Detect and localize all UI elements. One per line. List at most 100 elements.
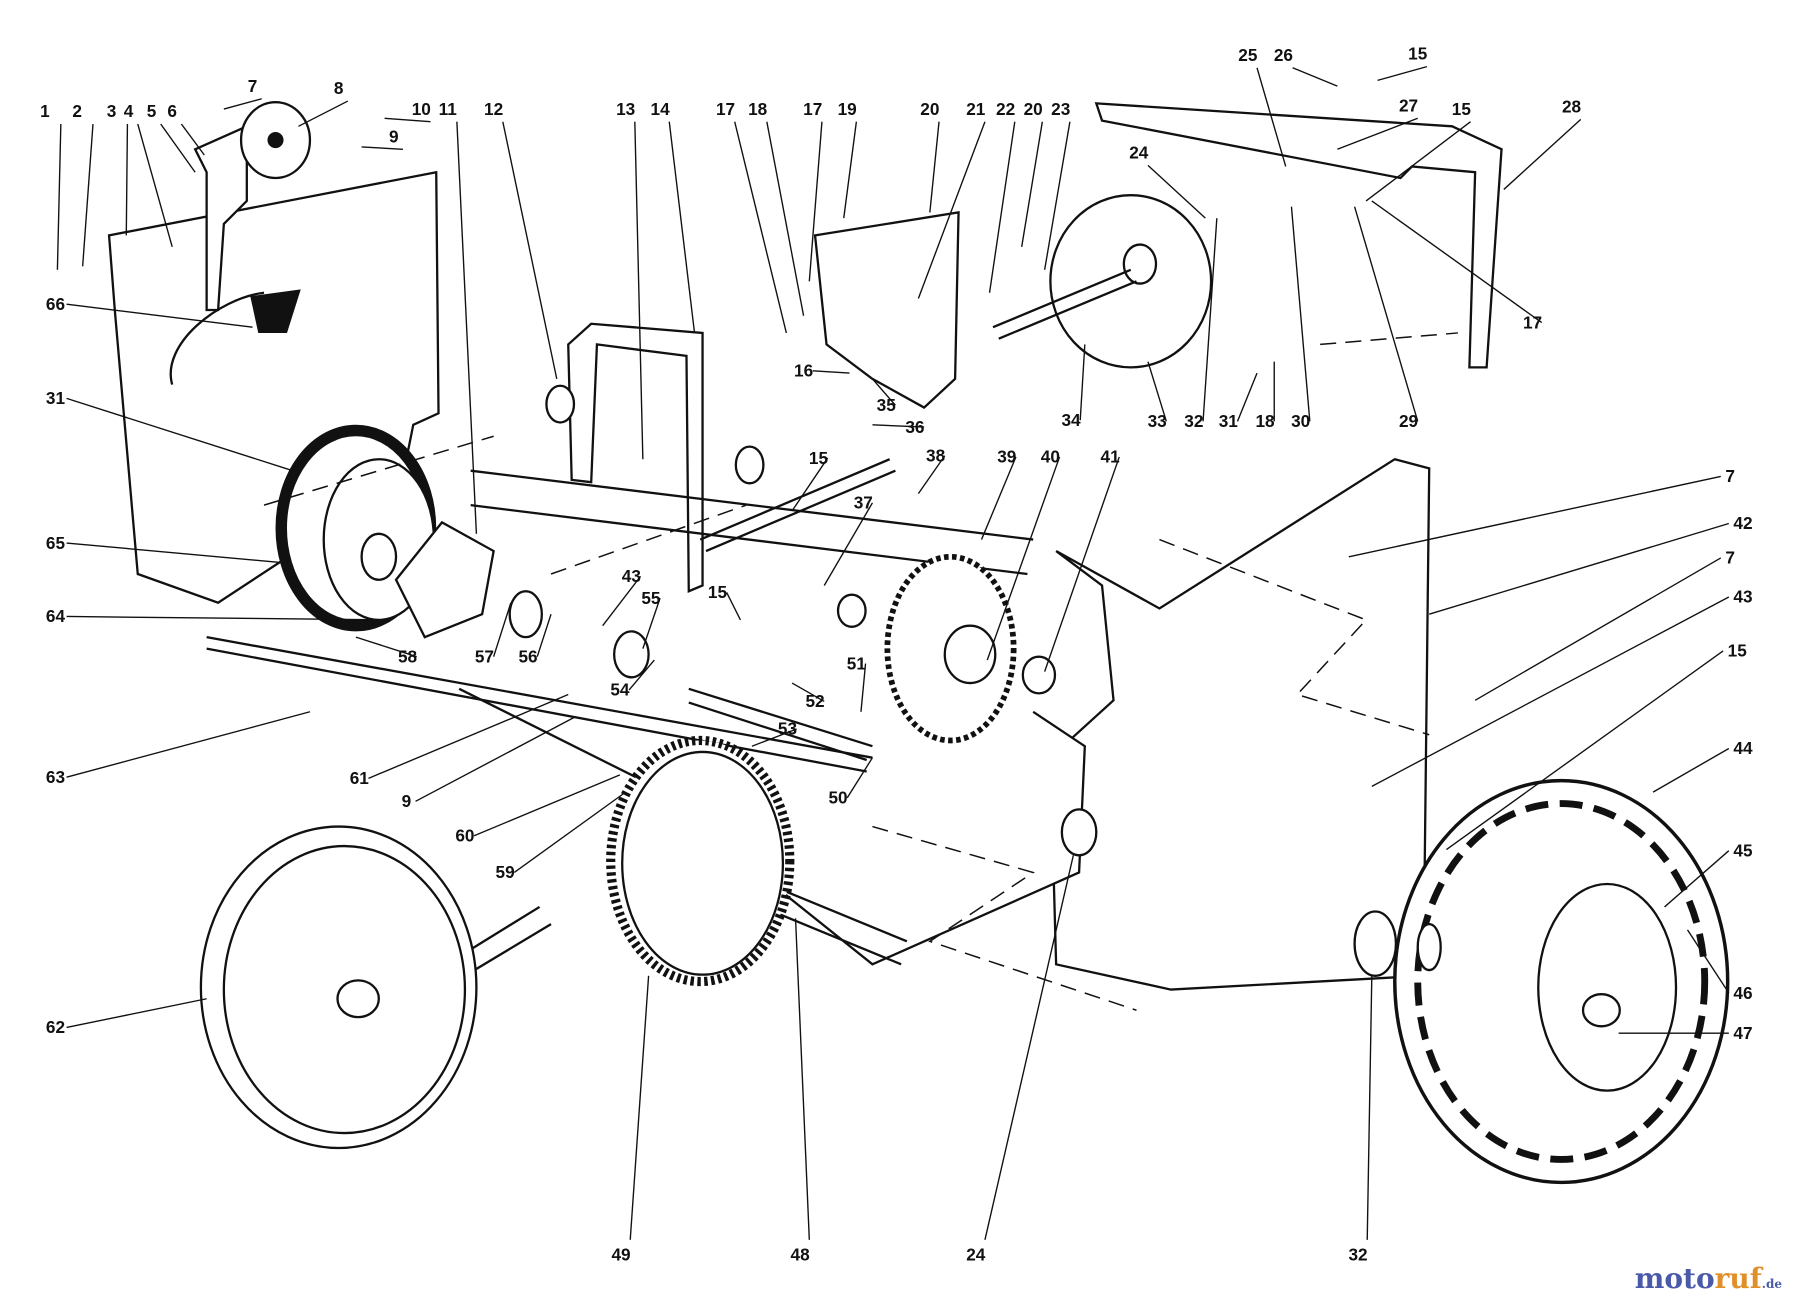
leader-line	[872, 424, 925, 428]
leader-line	[513, 791, 627, 874]
callout-47: 47	[1733, 1023, 1752, 1043]
callout-34: 34	[1061, 410, 1081, 430]
leader-line	[502, 121, 558, 380]
callout-48: 48	[791, 1244, 811, 1264]
leader-line	[871, 378, 896, 406]
callout-15: 15	[1728, 641, 1748, 661]
leader-line	[1147, 164, 1206, 219]
leader-line	[1290, 206, 1311, 422]
right-side-plate	[1049, 457, 1431, 991]
callout-16: 16	[794, 361, 813, 381]
leader-line	[1446, 650, 1724, 851]
leader-line	[1371, 200, 1543, 324]
callout-55: 55	[641, 588, 661, 608]
callout-7: 7	[248, 76, 258, 96]
callout-43: 43	[622, 566, 641, 586]
callout-10: 10	[412, 99, 431, 119]
callout-18: 18	[1255, 411, 1275, 431]
leader-line	[602, 575, 642, 627]
callout-26: 26	[1274, 45, 1293, 65]
callout-51: 51	[847, 653, 867, 673]
callout-62: 62	[46, 1017, 65, 1037]
callout-63: 63	[46, 767, 65, 787]
leader-line	[492, 602, 512, 657]
callout-52: 52	[805, 691, 824, 711]
leader-line	[361, 146, 403, 150]
leader-line	[160, 123, 196, 173]
callout-30: 30	[1291, 411, 1310, 431]
leader-line	[66, 615, 391, 621]
leader-line	[1292, 67, 1338, 87]
callout-11: 11	[439, 99, 458, 119]
callout-37: 37	[854, 493, 873, 513]
callout-18: 18	[748, 99, 768, 119]
callout-36: 36	[905, 417, 924, 437]
callout-15: 15	[1452, 99, 1472, 119]
callout-8: 8	[334, 78, 344, 98]
wheel-tire	[1393, 778, 1730, 1185]
leader-line	[628, 659, 655, 691]
callout-60: 60	[455, 825, 474, 845]
leader-line	[917, 121, 986, 299]
callout-17: 17	[803, 99, 822, 119]
leader-line	[929, 121, 940, 213]
leader-line	[355, 636, 417, 658]
leader-line	[751, 728, 797, 747]
callout-45: 45	[1733, 840, 1753, 860]
callout-64: 64	[46, 606, 66, 626]
callout-40: 40	[1041, 447, 1060, 467]
leader-line	[1652, 747, 1730, 793]
leader-line	[1429, 522, 1730, 615]
hub-flange	[394, 520, 495, 639]
leader-line	[984, 855, 1075, 1240]
callout-19: 19	[838, 99, 857, 119]
callout-14: 14	[651, 99, 671, 119]
spur-gear	[606, 735, 795, 987]
callout-7: 7	[1725, 548, 1735, 568]
callout-58: 58	[398, 646, 418, 666]
leader-line	[456, 121, 478, 534]
leader-line	[1021, 121, 1044, 247]
callout-31: 31	[46, 388, 66, 408]
callout-38: 38	[926, 446, 946, 466]
leader-line	[1503, 118, 1582, 190]
callout-15: 15	[708, 582, 728, 602]
leader-line	[1337, 117, 1418, 150]
watermark-logo: motoruf.de	[1634, 1262, 1782, 1295]
callout-21: 21	[966, 99, 986, 119]
leader-line	[125, 124, 129, 236]
leader-line	[1377, 65, 1428, 82]
leader-line	[1147, 361, 1167, 422]
leader-line	[1366, 975, 1373, 1240]
friction-block	[250, 289, 301, 333]
callout-24: 24	[966, 1244, 986, 1264]
callout-33: 33	[1148, 411, 1167, 431]
leader-line	[629, 975, 650, 1240]
callout-23: 23	[1051, 99, 1070, 119]
leader-line	[56, 123, 62, 270]
leader-line	[66, 998, 207, 1029]
leader-line	[66, 711, 311, 778]
callout-59: 59	[496, 862, 515, 882]
leader-line	[298, 100, 349, 127]
leader-line	[536, 613, 552, 657]
leader-line	[668, 121, 696, 334]
leader-line	[1371, 596, 1730, 787]
sprocket-large	[884, 553, 1017, 744]
callout-39: 39	[997, 447, 1016, 467]
callout-44: 44	[1733, 738, 1753, 758]
callout-17: 17	[1523, 312, 1542, 332]
callout-46: 46	[1733, 983, 1752, 1003]
callout-15: 15	[809, 448, 829, 468]
callout-24: 24	[1129, 142, 1149, 162]
callout-49: 49	[611, 1244, 630, 1264]
callout-27: 27	[1399, 95, 1418, 115]
leader-line	[223, 98, 262, 110]
callout-32: 32	[1348, 1244, 1367, 1264]
leader-line	[1202, 218, 1218, 422]
frame-bracket	[567, 322, 704, 593]
callout-61: 61	[350, 768, 370, 788]
